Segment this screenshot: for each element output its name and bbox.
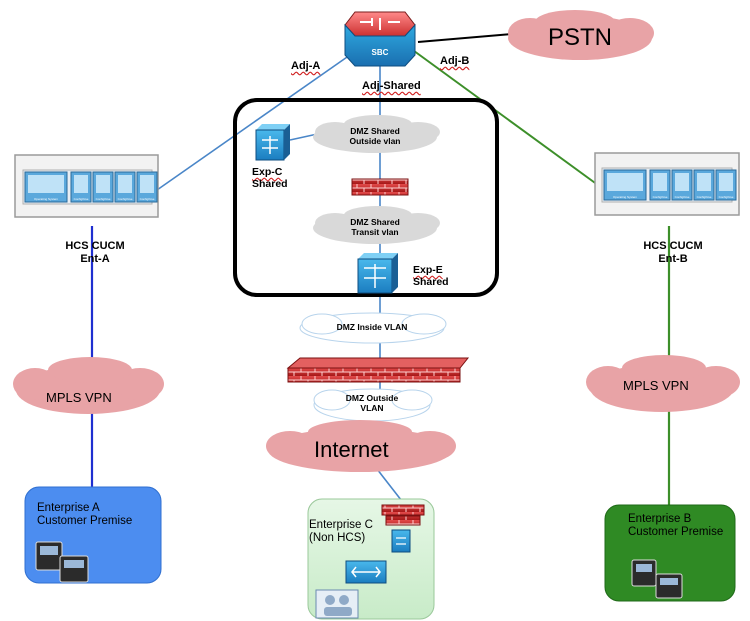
ent-b-module-text-1: Config/Use [653,195,668,199]
internet-cloud [266,420,456,472]
mpls-cloud-right [586,355,740,412]
exp-e-label: Exp-E Shared [413,264,449,288]
adj-b-label: Adj-B [440,55,470,67]
exp-e-device-icon [357,253,398,294]
mpls-left-label: MPLS VPN [46,390,112,405]
ent-a-module-text-2: Config/Use [96,197,111,201]
pstn-label: PSTN [548,24,613,51]
dmz-shared-transit-line2: Transit vlan [351,226,399,237]
ent-a-module-3: Config/Use [114,171,136,203]
enterprise-c-switch-icon [345,560,387,584]
enterprise-b-line2: Customer Premise [628,526,724,539]
exp-c-device-icon [255,124,290,161]
exp-e-name: Exp-E [413,264,443,276]
enterprise-b-phones-icon [631,559,683,599]
ent-a-module-text-4: Config/Use [140,197,155,201]
ent-a-module-text-3: Config/Use [118,197,133,201]
mpls-cloud-left [13,357,164,414]
enterprise-c-video-endpoint-icon [315,589,359,619]
dmz-shared-transit-cloud [313,206,440,244]
internet-label: Internet [314,437,389,462]
link-adj-b [409,47,603,189]
dmz-outside-line1: DMZ Outside [345,393,399,403]
enterprise-a-label: Enterprise A Customer Premise [37,502,132,528]
dmz-inside-cloud [299,312,447,344]
ent-a-module-0: Operating System [24,171,68,203]
dmz-shared-outside-label: DMZ Shared Outside vlan [330,126,420,147]
dmz-outside-label: DMZ Outside VLAN [328,393,416,414]
adj-a-label: Adj-A [291,60,321,72]
hcs-cucm-ent-a-line2: Ent-A [80,252,110,265]
exp-c-name: Exp-C [252,166,283,178]
dmz-shared-outside-line2: Outside vlan [349,135,401,146]
dmz-shared-transit-line1: DMZ Shared [350,217,400,227]
dmz-shared-outside-line1: DMZ Shared [350,126,400,136]
hcs-cucm-ent-b-line2: Ent-B [658,252,688,265]
enterprise-b-line1: Enterprise B [628,513,692,525]
exp-c-shared: Shared [252,178,288,191]
ent-b-module-3: Config/Use [693,169,715,201]
enterprise-c-expressway-icon [391,529,411,553]
enterprise-c-firewall-icon [381,504,425,526]
enterprise-a-line1: Enterprise A [37,502,100,514]
hcs-cucm-ent-b-line1: HCS CUCM [643,240,703,252]
exp-c-label: Exp-C Shared [252,166,288,190]
dmz-outside-line2: VLAN [360,402,384,413]
ent-b-module-0: Operating System [603,169,647,201]
exp-e-shared: Shared [413,276,449,289]
mpls-right-label: MPLS VPN [623,378,689,393]
firewall-shared-icon [351,178,409,196]
ent-b-module-text-4: Config/Use [719,195,734,199]
link-pstn [417,33,513,43]
sbc-router-icon [344,11,416,67]
adj-shared-label: Adj-Shared [362,80,421,92]
ent-a-module-2: Config/Use [92,171,114,203]
ent-b-module-text-3: Config/Use [697,195,712,199]
hcs-cucm-ent-b-label: HCS CUCM Ent-B [628,240,718,265]
ent-b-module-2: Config/Use [671,169,693,201]
ent-a-module-4: Config/Use [136,171,158,203]
enterprise-c-line1: Enterprise C [309,519,373,531]
ent-a-module-text-0: Operating System [34,197,59,201]
enterprise-c-line2: (Non HCS) [309,532,366,545]
enterprise-c-label: Enterprise C (Non HCS) [309,519,373,545]
ent-b-module-4: Config/Use [715,169,737,201]
dmz-shared-frame [233,98,499,297]
hcs-cucm-ent-a-line1: HCS CUCM [65,240,125,252]
ent-a-module-text-1: Config/Use [74,197,89,201]
dmz-inside-label: DMZ Inside VLAN [336,322,408,332]
ent-b-module-text-0: Operating System [613,195,638,199]
sbc-label: SBC [372,48,389,57]
pstn-cloud [508,10,654,60]
ent-a-module-1: Config/Use [70,171,92,203]
enterprise-c-box [307,498,435,620]
link-adj-a [156,47,361,191]
enterprise-a-phones-icon [35,541,89,583]
enterprise-a-line2: Customer Premise [37,515,133,528]
dmz-shared-transit-label: DMZ Shared Transit vlan [330,217,420,238]
enterprise-b-label: Enterprise B Customer Premise [628,513,723,539]
hcs-cucm-ent-a-label: HCS CUCM Ent-A [50,240,140,265]
ent-b-module-1: Config/Use [649,169,671,201]
firewall-main-icon [286,357,470,383]
dmz-outside-cloud [313,388,433,422]
dmz-shared-outside-cloud [313,115,440,153]
ent-b-module-text-2: Config/Use [675,195,690,199]
